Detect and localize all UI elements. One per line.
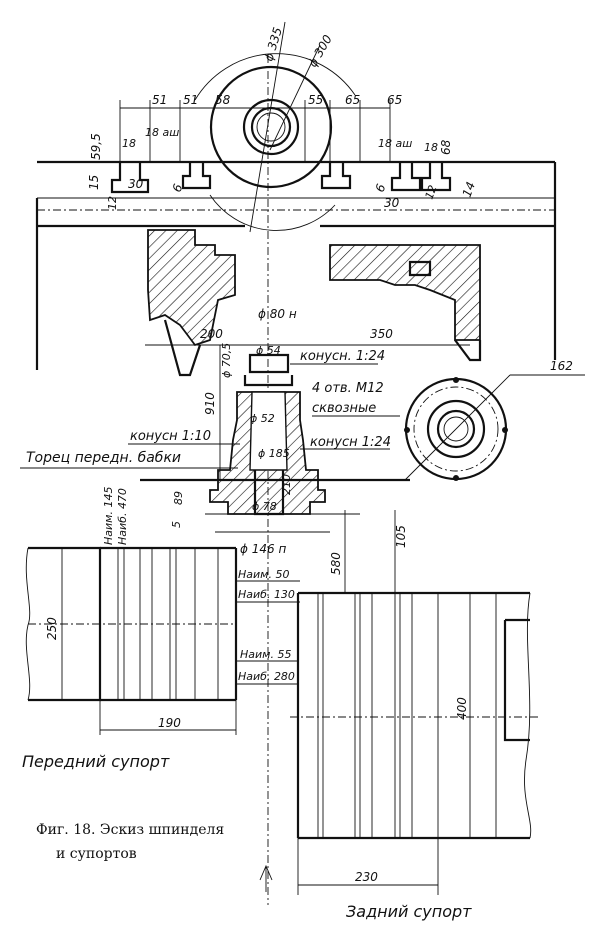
dim-200: 200 [200, 327, 223, 341]
dim-6-right: 6 [373, 182, 389, 194]
dim-51-a: 51 [152, 93, 167, 107]
dim-58: 58 [215, 93, 231, 107]
dim-210: 210 [280, 474, 293, 495]
caption-line-1: Фиг. 18. Эскиз шпинделя [36, 822, 224, 838]
dim-105: 105 [394, 525, 408, 548]
titles: Передний супорт Задний супорт Фиг. 18. Э… [22, 752, 472, 921]
title-front-support: Передний супорт [22, 752, 170, 771]
headstock-section [35, 21, 557, 905]
note-headstock-face: Торец передн. бабки [26, 450, 181, 466]
dim-68: 68 [439, 139, 453, 155]
note-cone-1-24-b: конусн 1:24 [310, 435, 391, 450]
dim-14: 14 [460, 180, 478, 199]
dim-51-b: 51 [183, 93, 198, 107]
note-4-holes: 4 отв. М12 [312, 381, 384, 396]
dim-min-55: Наим. 55 [240, 648, 291, 661]
dim-15: 15 [87, 175, 101, 190]
dim-phi-300: ϕ 300 [305, 32, 335, 69]
dim-18: 18 [122, 137, 136, 150]
dim-5: 5 [170, 521, 183, 528]
dim-phi-52: ϕ 52 [250, 412, 275, 425]
dim-910: 910 [203, 392, 217, 415]
dim-max-280: Наиб. 280 [238, 670, 295, 683]
dim-350: 350 [370, 327, 393, 341]
note-cone-1-24-a: конусн. 1:24 [300, 349, 385, 364]
center-clearances: Наим. 50 Наиб. 130 Наим. 55 Наиб. 280 [236, 568, 300, 892]
dim-18-right: 18 [424, 141, 438, 154]
title-rear-support: Задний супорт [346, 902, 472, 921]
dim-phi-80: ϕ 80 н [258, 307, 297, 321]
dim-400: 400 [455, 697, 469, 720]
caption-line-2: и супортов [56, 846, 137, 862]
rear-support: 400 230 580 105 [290, 510, 540, 895]
note-cone-1-10: конусн 1:10 [130, 429, 211, 444]
dim-phi-185: ϕ 185 [258, 447, 290, 460]
dim-162: 162 [550, 359, 573, 373]
dim-250: 250 [45, 617, 59, 640]
flange-view: 162 4 отв. М12 сквозные [312, 359, 585, 481]
dim-min-50: Наим. 50 [238, 568, 289, 581]
dim-12-right: 12 [423, 183, 440, 201]
spindle-dimensions: ϕ 80 н 200 350 ϕ 54 конусн. 1:24 ϕ 70,5 … [20, 307, 393, 556]
dim-30-left: 30 [128, 177, 144, 191]
dim-89: 89 [172, 491, 185, 505]
dim-580: 580 [329, 552, 343, 575]
dim-phi-78: ϕ 78 [252, 500, 277, 513]
dim-65-a: 65 [345, 93, 360, 107]
dim-max-470: Наиб. 470 [116, 488, 129, 545]
dim-59-5: 59,5 [89, 133, 103, 160]
dim-phi-146: ϕ 146 п [240, 542, 286, 556]
dim-phi-54: ϕ 54 [256, 344, 281, 357]
dim-230: 230 [355, 870, 378, 884]
front-support: 250 190 Наим. 145 Наиб. 470 [25, 487, 238, 735]
dim-30-right: 30 [384, 196, 400, 210]
dim-55: 55 [308, 93, 323, 107]
dim-phi-70-5: ϕ 70,5 [220, 343, 233, 378]
spindle-section [140, 344, 470, 533]
dim-12-left: 12 [106, 196, 119, 210]
dim-190: 190 [158, 716, 181, 730]
dim-65-b: 65 [387, 93, 402, 107]
dim-min-145: Наим. 145 [102, 487, 115, 545]
dim-max-130: Наиб. 130 [238, 588, 295, 601]
dim-18ash-left: 18 аш [145, 126, 179, 139]
dim-18ash-right: 18 аш [378, 137, 412, 150]
note-through: сквозные [312, 401, 376, 416]
